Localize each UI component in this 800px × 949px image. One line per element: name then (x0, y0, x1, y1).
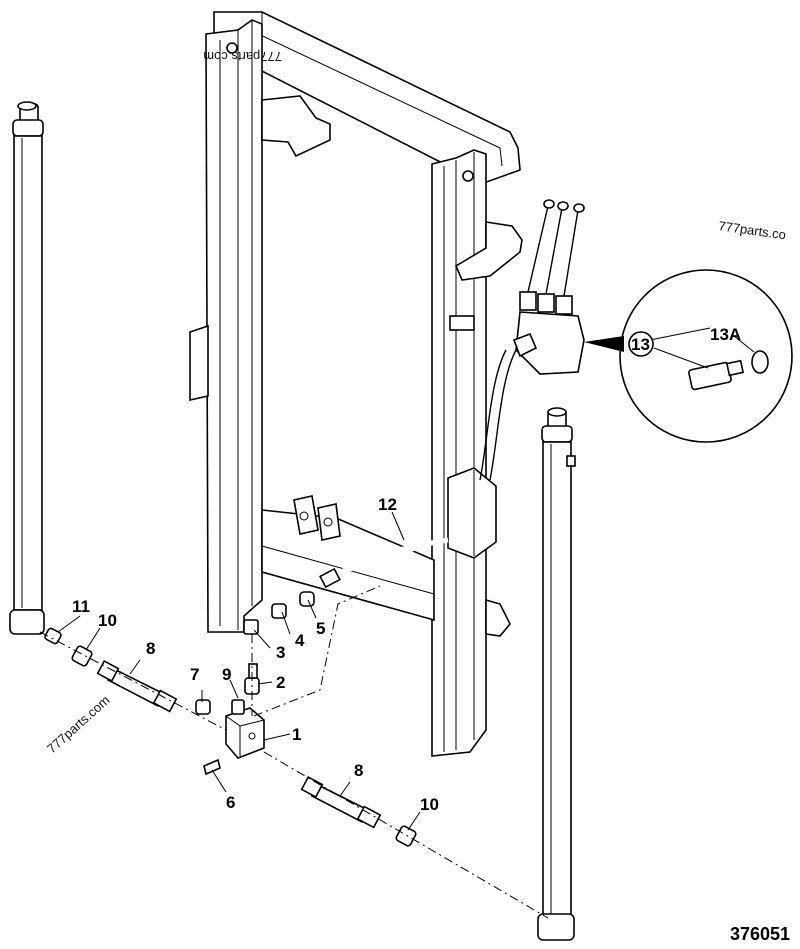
left-lift-cylinder (9, 101, 45, 635)
callout-2: 2 (276, 673, 285, 692)
leader-lines (57, 511, 421, 831)
figure-number: 376051 (730, 924, 790, 944)
callout-13: 13 (631, 335, 650, 354)
callout-1: 1 (292, 725, 301, 744)
callout-7: 7 (190, 665, 199, 684)
hose-12 (319, 349, 517, 589)
callout-labels: 1 2 3 4 5 6 7 8 8 9 10 10 11 12 13 13A (72, 325, 741, 814)
tube-8-upper (96, 659, 178, 713)
assembly-center-lines (39, 585, 549, 919)
control-valve (512, 199, 585, 375)
callout-4: 4 (295, 631, 305, 650)
callout-10-lower: 10 (420, 795, 439, 814)
watermark-right: 777parts.co (718, 218, 787, 242)
callout-12: 12 (378, 495, 397, 514)
manifold-block-1 (225, 707, 265, 759)
callout-8-lower: 8 (354, 761, 363, 780)
detail-circle (584, 269, 793, 443)
callout-8-upper: 8 (146, 639, 155, 658)
callout-10-upper: 10 (98, 611, 117, 630)
callout-6: 6 (226, 793, 235, 812)
right-lift-cylinder (537, 407, 576, 941)
callout-3: 3 (276, 643, 285, 662)
tube-8-lower (300, 775, 382, 829)
callout-5: 5 (316, 619, 325, 638)
watermark-top: 777parts.com (203, 49, 282, 64)
watermark-left: 777parts.com (44, 692, 113, 756)
callout-13a: 13A (710, 325, 741, 344)
callout-9: 9 (222, 665, 231, 684)
mast-frame (189, 11, 523, 757)
callout-11: 11 (72, 597, 90, 616)
fittings (195, 591, 315, 776)
